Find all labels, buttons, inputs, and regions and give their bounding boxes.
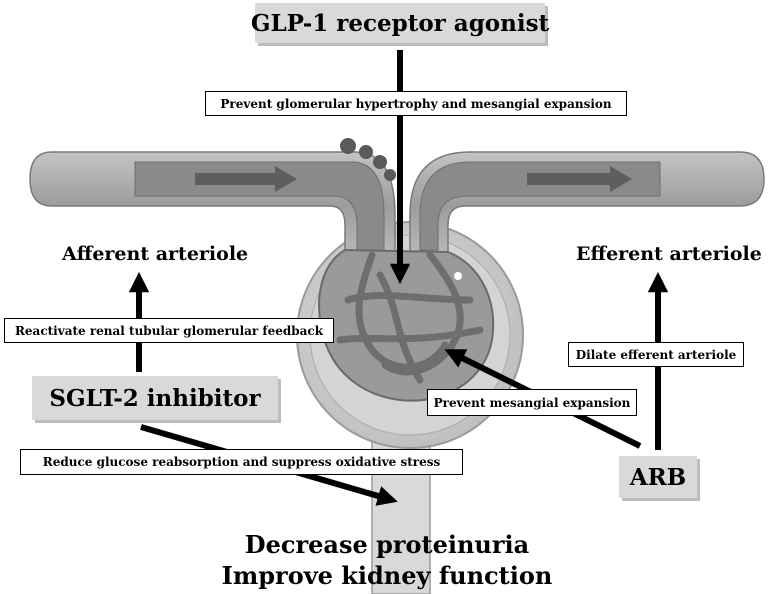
outcome-improve-kidney-function: Improve kidney function <box>221 561 553 590</box>
outcome-decrease-proteinuria: Decrease proteinuria <box>244 530 530 559</box>
juxtaglomerular-cells <box>340 138 396 181</box>
arb-mesangial-note: Prevent mesangial expansion <box>427 389 637 416</box>
glp1-effect-note: Prevent glomerular hypertrophy and mesan… <box>205 91 627 116</box>
sglt2-feedback-note: Reactivate renal tubular glomerular feed… <box>4 318 334 343</box>
sglt2-glucose-note: Reduce glucose reabsorption and suppress… <box>20 449 463 475</box>
glp1-receptor-agonist-label: GLP-1 receptor agonist <box>251 3 549 43</box>
arb-label: ARB <box>619 456 697 498</box>
sglt2-inhibitor-label: SGLT-2 inhibitor <box>32 376 278 420</box>
efferent-flow-arrow <box>527 166 632 192</box>
afferent-arteriole-label: Afferent arteriole <box>62 243 249 265</box>
arb-dilate-note: Dilate efferent arteriole <box>568 342 744 367</box>
afferent-flow-arrow <box>195 166 297 192</box>
efferent-arteriole-label: Efferent arteriole <box>576 243 762 265</box>
